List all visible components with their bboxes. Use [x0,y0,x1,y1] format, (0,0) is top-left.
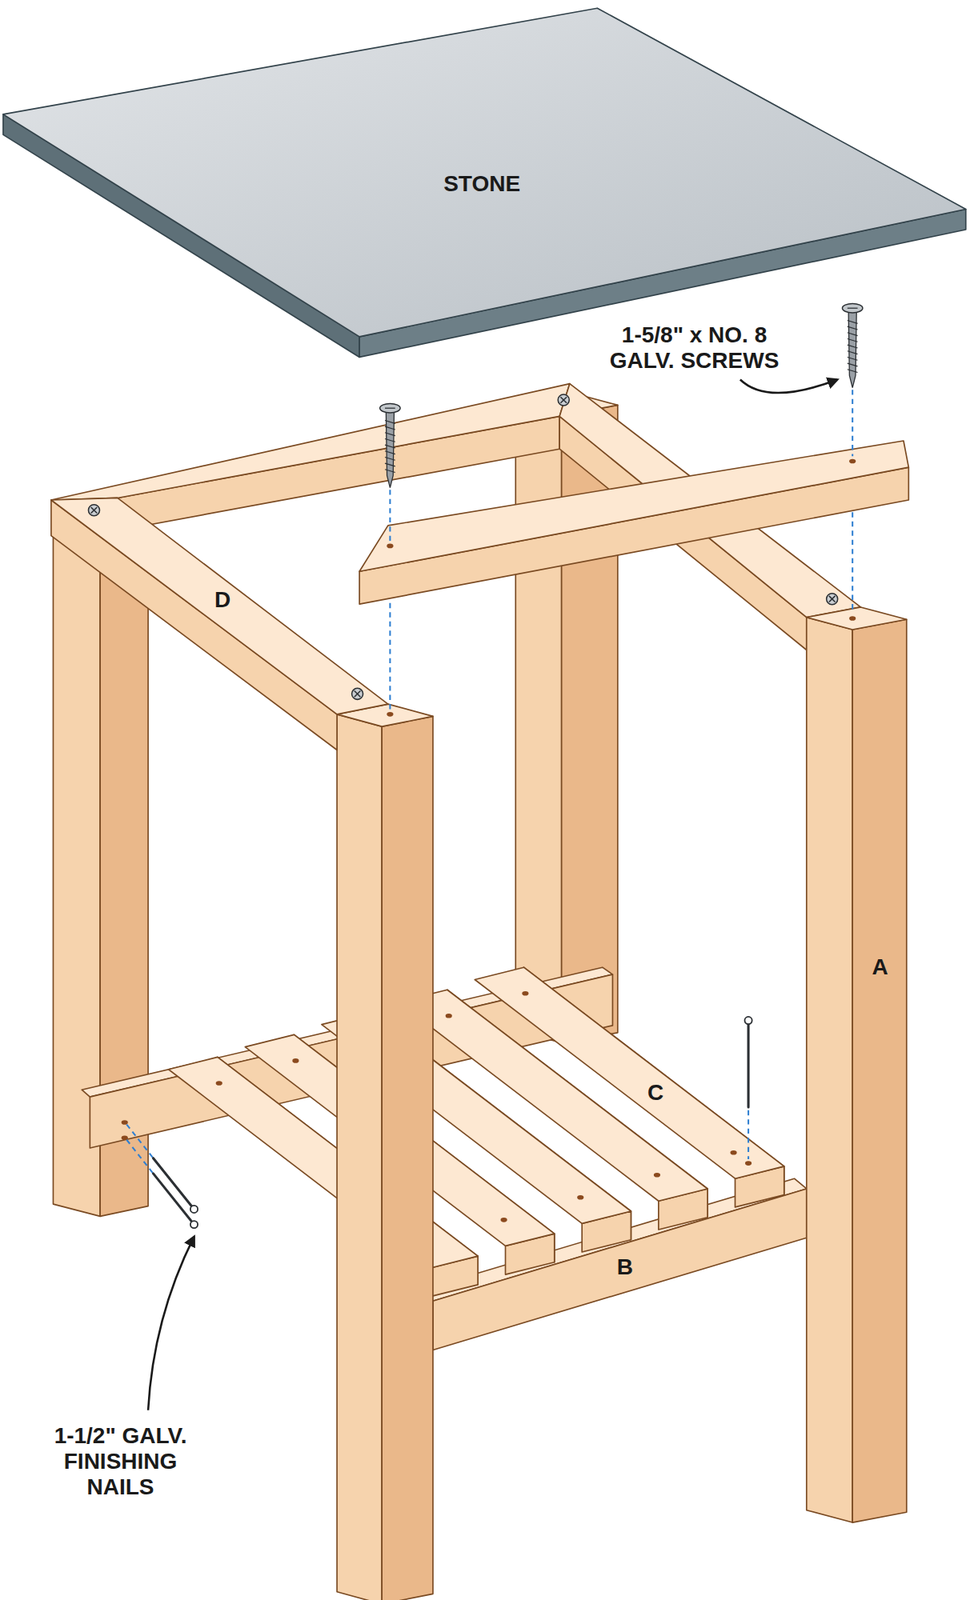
leg-face [852,619,907,1524]
pilot-hole [849,616,856,622]
leader-arrow [148,1237,194,1411]
pilot-hole [445,1014,453,1019]
part-letter: B [617,1254,634,1281]
rail-top [51,497,389,714]
rail-face [51,500,337,751]
pilot-hole [386,544,393,550]
part-letter: A [872,954,889,981]
nail-symbol [744,1017,752,1108]
guide-line [126,1140,153,1175]
callout-text: 1-1/2" GALV. FINISHING NAILS [40,1423,201,1502]
pilot-hole [653,1173,661,1179]
guide-line [388,489,391,542]
rail-top [359,440,909,572]
pilot-hole [521,991,529,997]
pilot-hole [730,1150,738,1156]
nail-symbol [152,1174,198,1229]
screw-symbol [380,403,401,488]
guide-line [126,1125,153,1159]
part-label: STONE [443,171,521,197]
pilot-hole [501,1218,508,1223]
screw-head [826,593,838,606]
screw-symbol [841,303,863,388]
pilot-hole [121,1135,129,1141]
pilot-hole [216,1081,223,1087]
leg-face [381,716,433,1600]
pilot-hole [292,1058,299,1064]
slat-top [474,967,784,1179]
nail-symbol [152,1158,198,1214]
guide-line [851,512,854,614]
part-letter: C [647,1080,664,1107]
leader-arrow [740,379,838,393]
table-drawing [3,8,966,1600]
pilot-hole [745,1161,752,1167]
pilot-hole [577,1195,584,1201]
guide-line [851,389,854,457]
guide-line [388,603,391,711]
part-letter: D [214,587,231,614]
leg-top [806,607,907,630]
pilot-hole [849,459,856,465]
leg-face [806,617,853,1524]
screw-head [557,394,570,406]
pilot-hole [121,1120,129,1126]
callout-text: 1-5/8" x NO. 8 GALV. SCREWS [590,322,799,374]
screw-head [88,505,100,517]
stone-top [3,8,966,337]
rail-top [51,384,570,501]
leg-face [336,714,382,1600]
screw-head [352,688,364,700]
pilot-hole [386,712,393,718]
guide-line [747,1110,750,1160]
